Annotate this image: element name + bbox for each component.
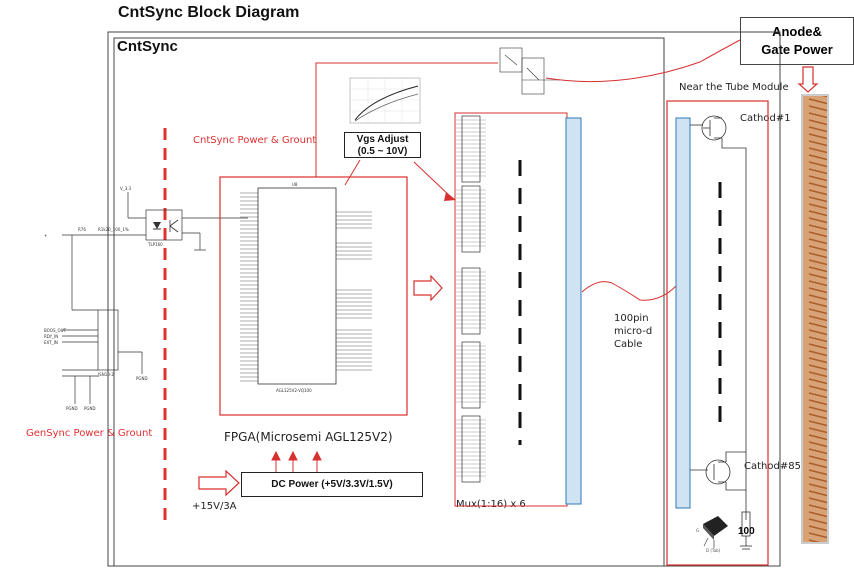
svg-text:JSN10-2: JSN10-2 (97, 372, 114, 377)
svg-text:+: + (44, 233, 47, 238)
resistor-value-label: 100 (738, 526, 755, 537)
svg-text:R76: R76 (78, 227, 86, 232)
svg-text:PGND: PGND (66, 406, 78, 411)
mosfet-package-image: D (Tab) G (696, 516, 728, 553)
gate-power-label: Gate Power (761, 42, 833, 57)
svg-text:EXT_IN: EXT_IN (44, 340, 58, 345)
dc-power-box: DC Power (+5V/3.3V/1.5V) (241, 472, 423, 497)
mux-chip (461, 185, 481, 253)
cable-pin-label: 100pin (614, 313, 649, 324)
vgs-adjust-title: Vgs Adjust (356, 134, 409, 145)
svg-text:RDY_IN: RDY_IN (44, 334, 58, 339)
tube-pin-connector (801, 94, 829, 544)
vgs-arrow-head (444, 192, 456, 201)
mux-chip (461, 415, 481, 483)
near-tube-label: Near the Tube Module (679, 82, 789, 93)
power-input-arrow (198, 469, 240, 497)
dc-power-arrows (271, 450, 322, 472)
cable-connector-bar (565, 117, 582, 505)
input-15v-label: +15V/3A (192, 501, 237, 512)
svg-text:U8: U8 (292, 182, 298, 187)
cntsync-power-label: CntSync Power & Grount (193, 135, 317, 146)
hollow-arrows (198, 66, 819, 497)
cntsync-box-title: CntSync (117, 38, 178, 55)
svg-text:TLP160: TLP160 (147, 242, 163, 247)
fpga-pins (240, 192, 372, 382)
cable-word-label: Cable (614, 339, 643, 350)
gensync-power-label: GenSync Power & Grount (26, 428, 153, 439)
svg-text:BOOS_OUT: BOOS_OUT (44, 328, 67, 333)
cathode-1-transistor (690, 115, 747, 520)
vgs-curve-graph (349, 77, 421, 124)
fpga-to-mux-arrow (413, 274, 443, 302)
svg-text:R1k20_100_1%: R1k20_100_1% (98, 227, 129, 232)
mux-chip (461, 267, 481, 335)
svg-text:PGND: PGND (136, 376, 148, 381)
fpga-red-box (219, 176, 408, 416)
mux-chips (456, 115, 486, 483)
cathode-1-label: Cathod#1 (740, 113, 791, 124)
cable-type-label: micro-d (614, 326, 653, 337)
svg-text:D (Tab): D (Tab) (706, 548, 721, 553)
cathode-85-transistor (690, 451, 752, 550)
relay-component (499, 47, 560, 95)
cntsync-inner-box (113, 37, 665, 567)
cable-label: 100pin micro-d Cable (614, 312, 652, 351)
anode-label: Anode& (772, 24, 822, 39)
fpga-chip-text: U8 AGL125V2-VQ100 (276, 182, 312, 393)
left-circuit-tiny-text: V_3.3 R76 R1k20_100_1% + TLP160 BOOS_OUT… (44, 186, 163, 411)
mux-chip (461, 341, 481, 409)
svg-text:V_3.3: V_3.3 (120, 186, 132, 191)
optocoupler-symbol (153, 219, 179, 233)
mux-label: Mux(1:16) x 6 (456, 499, 526, 510)
fpga-label: FPGA(Microsemi AGL125V2) (224, 430, 393, 444)
anode-gate-power-box: Anode& Gate Power (740, 17, 854, 65)
svg-text:G: G (696, 528, 699, 533)
tube-module-box (666, 100, 769, 566)
diagram-title: CntSync Block Diagram (118, 4, 300, 21)
fpga-chip (257, 187, 337, 385)
vgs-adjust-box: Vgs Adjust (0.5 ~ 10V) (344, 132, 421, 158)
tube-connector-bar (675, 117, 691, 509)
dc-power-label: DC Power (+5V/3.3V/1.5V) (271, 479, 393, 490)
svg-text:PGND: PGND (84, 406, 96, 411)
svg-text:AGL125V2-VQ100: AGL125V2-VQ100 (276, 388, 312, 393)
vgs-adjust-range: (0.5 ~ 10V) (357, 146, 408, 157)
anode-power-arrow (797, 66, 819, 93)
cathode-85-label: Cathod#85 (744, 461, 801, 472)
mux-chip (461, 115, 481, 183)
left-input-circuit (62, 192, 248, 404)
